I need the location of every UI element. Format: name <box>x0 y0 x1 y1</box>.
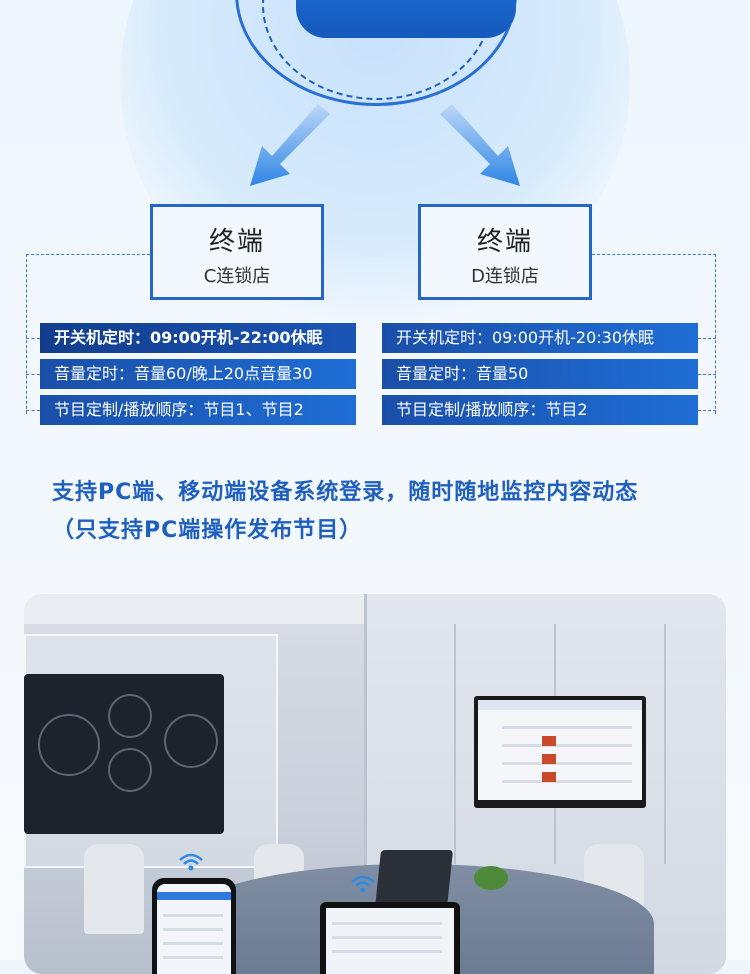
terminal-title: 终端 <box>208 227 265 257</box>
terminal-d-power-schedule: 开关机定时：09:00开机-20:30休眠 <box>382 323 698 353</box>
terminal-c-volume-schedule: 音量定时：音量60/晚上20点音量30 <box>40 359 356 389</box>
distribution-arrows <box>250 104 520 186</box>
hub-pill <box>296 0 516 38</box>
wall-dashboard-screen <box>24 674 224 834</box>
terminal-name: D连锁店 <box>471 266 539 287</box>
terminal-d-program-order: 节目定制/播放顺序：节目2 <box>382 395 698 425</box>
gauge-icon <box>108 694 152 738</box>
meeting-room-photo <box>24 594 726 974</box>
wifi-icon <box>179 853 203 871</box>
terminal-card-d: 终端 D连锁店 <box>418 204 592 300</box>
laptop <box>374 850 454 908</box>
headline-line-1: 支持PC端、移动端设备系统登录，随时随地监控内容动态 <box>52 480 639 505</box>
arrow-right-icon <box>440 104 520 186</box>
arrow-left-icon <box>250 104 330 186</box>
terminal-card-c: 终端 C连锁店 <box>150 204 324 300</box>
terminal-c-power-schedule: 开关机定时：09:00开机-22:00休眠 <box>40 323 356 353</box>
terminal-c-program-order: 节目定制/播放顺序：节目1、节目2 <box>40 395 356 425</box>
headline-line-2: （只支持PC端操作发布节目） <box>52 518 363 543</box>
gauge-icon <box>38 714 100 776</box>
terminal-d-volume-schedule: 音量定时：音量50 <box>382 359 698 389</box>
tv-software-screen <box>478 700 642 800</box>
wifi-icon <box>351 875 375 893</box>
gauge-icon <box>108 748 152 792</box>
terminal-title: 终端 <box>476 227 533 257</box>
terminal-name: C连锁店 <box>203 266 271 287</box>
tablet <box>320 902 460 974</box>
wall-tv <box>474 696 646 808</box>
smartphone <box>152 878 236 974</box>
gauge-icon <box>164 714 218 768</box>
plant <box>474 866 508 890</box>
